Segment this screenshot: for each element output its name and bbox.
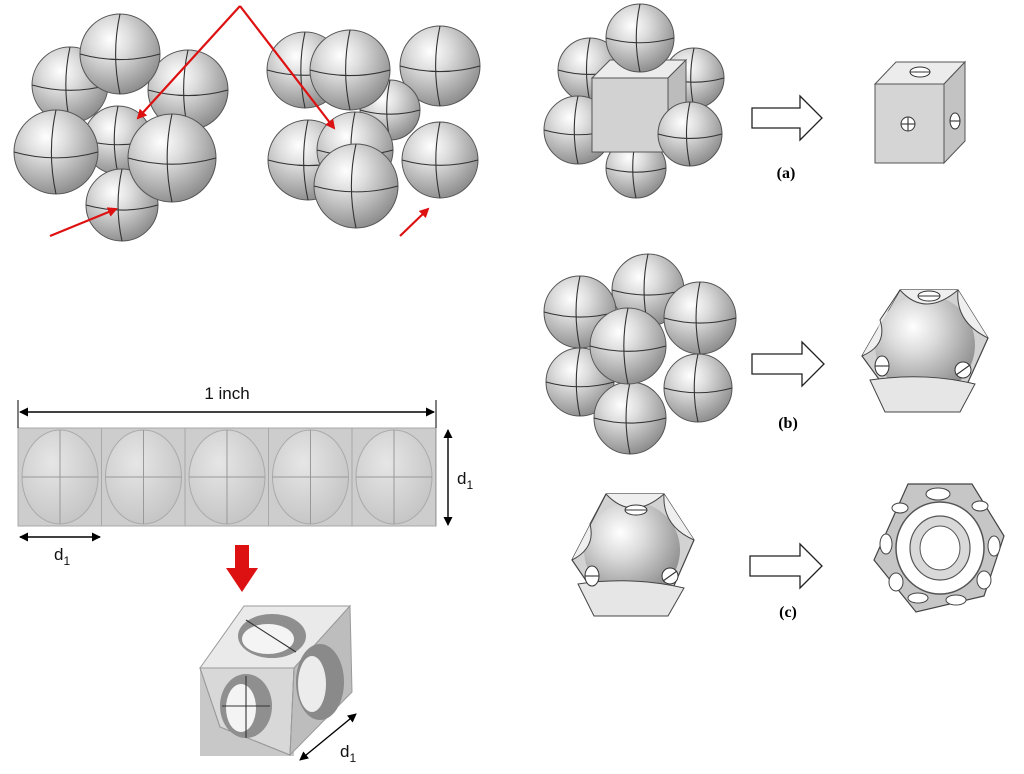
red-arrow-bottom-left [49, 207, 118, 238]
red-arrow-bottom-right [399, 207, 430, 237]
red-arrow-right [239, 5, 336, 130]
panel-b: (b) [543, 253, 989, 455]
cell-width-dimension: d1 [19, 532, 101, 568]
panel-label-b: (b) [778, 415, 798, 432]
diameter-label-right: d1 [457, 469, 473, 492]
panel-label-a: (a) [777, 165, 796, 182]
source-void-c [571, 493, 695, 617]
panel-c: (c) [571, 483, 1005, 621]
hollow-right-arrow-icon [749, 542, 823, 590]
height-dimension: d1 [443, 429, 473, 526]
sphere [593, 381, 667, 455]
diameter-label-bottom: d1 [54, 545, 70, 568]
sphere-cluster-bcc [13, 13, 229, 242]
sphere-strip [17, 427, 437, 527]
sphere [13, 109, 99, 195]
sphere [589, 307, 667, 385]
red-arrow-left [136, 5, 241, 120]
length-label: 1 inch [204, 384, 249, 403]
sphere [313, 143, 399, 229]
red-pointer-arrows [49, 5, 430, 238]
panel-label-c: (c) [779, 604, 797, 621]
result-cube-a [873, 60, 967, 165]
hollow-right-arrow-icon [751, 94, 823, 142]
sphere [663, 281, 737, 355]
diameter-label-cube: d1 [340, 742, 356, 765]
sphere [657, 101, 723, 167]
sphere [79, 13, 161, 95]
red-down-arrow-icon [226, 545, 258, 592]
cube-with-cavities [199, 604, 353, 757]
sphere [401, 121, 479, 199]
panel-a: (a) [543, 3, 967, 199]
result-lattice-c [873, 483, 1005, 613]
sphere [127, 113, 217, 203]
result-void-b [861, 289, 989, 413]
sphere [309, 29, 391, 111]
cube-edge-dimension: d1 [299, 713, 357, 765]
sphere [399, 25, 481, 107]
hollow-right-arrow-icon [751, 340, 825, 388]
sphere-cluster-sc [266, 25, 481, 229]
sphere [663, 353, 733, 423]
length-dimension: 1 inch [17, 384, 437, 428]
sphere [605, 3, 675, 73]
